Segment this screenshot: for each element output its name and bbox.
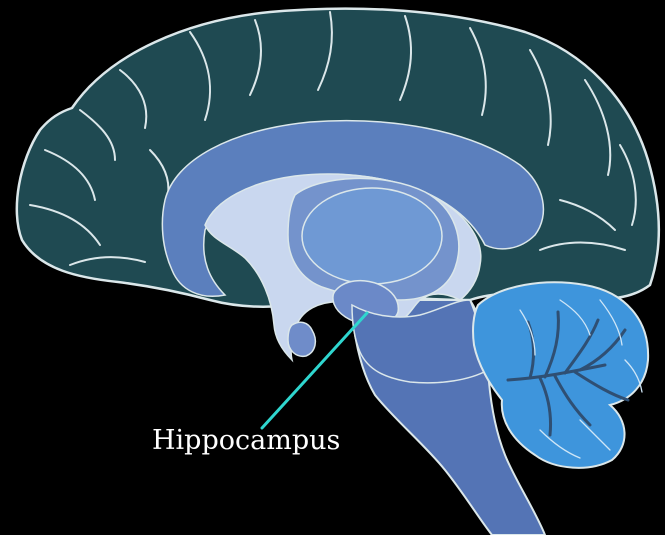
pituitary-region xyxy=(288,322,315,356)
hippocampus-label: Hippocampus xyxy=(152,425,340,456)
thalamus xyxy=(302,188,442,284)
